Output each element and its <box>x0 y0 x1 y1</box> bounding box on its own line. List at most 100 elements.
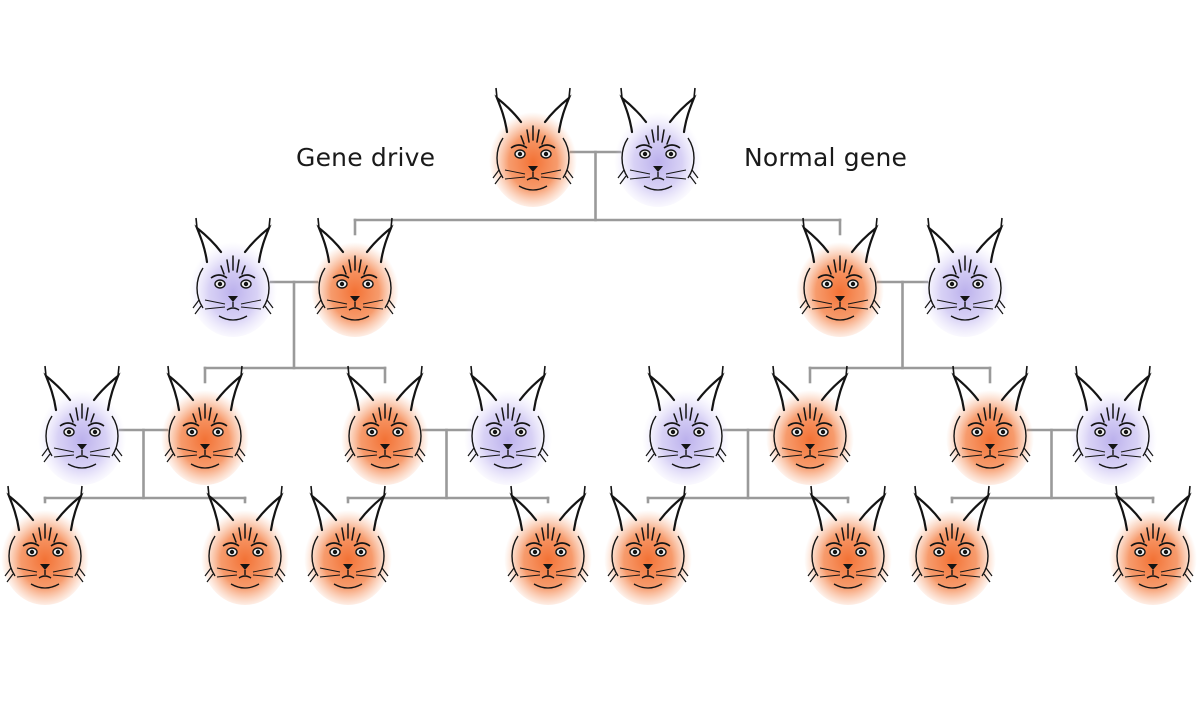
right-pupil <box>543 151 549 157</box>
cheek-ruff <box>649 415 723 457</box>
ruff-tufts <box>911 567 993 583</box>
chin <box>493 463 523 469</box>
chin <box>795 463 825 469</box>
right-ear-tuft <box>240 365 243 377</box>
right-ear-tuft <box>987 485 990 497</box>
fur-glow <box>304 505 392 605</box>
ruff-tufts <box>307 567 389 583</box>
brows <box>663 422 709 427</box>
left-pupil <box>794 429 800 435</box>
right-ear-tuft <box>543 365 546 377</box>
fur-glow <box>311 237 399 337</box>
nose <box>1148 564 1158 570</box>
brows <box>1090 422 1136 427</box>
ruff-tufts <box>41 447 123 463</box>
mouth <box>348 302 362 311</box>
whiskers <box>811 299 869 310</box>
forehead-stripes <box>797 403 823 423</box>
whiskers <box>657 447 715 458</box>
left-pupil <box>824 281 830 287</box>
cheek-ruff <box>621 137 695 179</box>
right-ear-tuft <box>80 485 83 497</box>
lynx-gen3-1-normal <box>38 365 126 485</box>
fur-glow <box>604 505 692 605</box>
chin <box>67 463 97 469</box>
chin <box>340 315 370 321</box>
fur-glow <box>921 237 1009 337</box>
brows <box>942 274 988 279</box>
left-pupil <box>974 429 980 435</box>
whiskers <box>356 447 414 458</box>
ruff-tufts <box>607 567 689 583</box>
nose <box>1108 444 1118 450</box>
brows <box>362 422 408 427</box>
left-pupil <box>532 549 538 555</box>
right-pupil <box>358 549 364 555</box>
brows <box>59 422 105 427</box>
mouth <box>945 570 959 579</box>
right-pupil <box>1163 549 1169 555</box>
whiskers <box>819 567 877 578</box>
cheek-ruff <box>45 415 119 457</box>
cheek-ruff <box>348 415 422 457</box>
left-ear-tuft <box>510 485 513 497</box>
lynx-faces <box>1 87 1197 605</box>
fur-glow <box>489 107 577 207</box>
nose <box>40 564 50 570</box>
nose <box>543 564 553 570</box>
left-pupil <box>642 151 648 157</box>
whiskers <box>216 567 274 578</box>
nose <box>947 564 957 570</box>
whiskers <box>16 567 74 578</box>
mouth <box>679 450 693 459</box>
ruff-tufts <box>507 567 589 583</box>
chin <box>230 583 260 589</box>
forehead-stripes <box>1140 523 1166 543</box>
whiskers <box>619 567 677 578</box>
mouth <box>803 450 817 459</box>
forehead-stripes <box>495 403 521 423</box>
cheek-ruff <box>928 267 1002 309</box>
ruff-tufts <box>314 299 396 315</box>
left-pupil <box>189 429 195 435</box>
ruff-tufts <box>467 447 549 463</box>
nose <box>805 444 815 450</box>
cheek-ruff <box>511 535 585 577</box>
lynx-gen2-1-normal <box>189 217 277 337</box>
left-pupil <box>936 549 942 555</box>
fur-glow <box>1069 385 1157 485</box>
fur-glow <box>1109 505 1197 605</box>
brows <box>182 422 228 427</box>
cheek-ruff <box>953 415 1027 457</box>
mouth <box>983 450 997 459</box>
left-ear-tuft <box>207 485 210 497</box>
brows <box>510 144 556 149</box>
ruff-tufts <box>949 447 1031 463</box>
whiskers <box>923 567 981 578</box>
mouth <box>958 302 972 311</box>
lynx-gen3-7-gene-drive <box>946 365 1034 485</box>
lynx-gen4-5-gene-drive <box>604 485 692 605</box>
right-pupil <box>243 281 249 287</box>
fur-glow <box>201 505 289 605</box>
fur-glow <box>189 237 277 337</box>
brows <box>485 422 531 427</box>
mouth <box>75 450 89 459</box>
nose <box>985 444 995 450</box>
nose <box>528 166 538 172</box>
chin <box>671 463 701 469</box>
right-pupil <box>658 549 664 555</box>
forehead-stripes <box>835 523 861 543</box>
lynx-gen3-8-normal <box>1069 365 1157 485</box>
forehead-stripes <box>220 255 246 275</box>
left-ear-tuft <box>1115 485 1118 497</box>
lynx-gen1-1-gene-drive <box>489 87 577 207</box>
lynx-gen4-1-gene-drive <box>1 485 89 605</box>
whiskers <box>961 447 1019 458</box>
chin <box>1098 463 1128 469</box>
lynx-gen2-4-normal <box>921 217 1009 337</box>
chin <box>1138 583 1168 589</box>
cheek-ruff <box>803 267 877 309</box>
right-ear-tuft <box>875 217 878 229</box>
